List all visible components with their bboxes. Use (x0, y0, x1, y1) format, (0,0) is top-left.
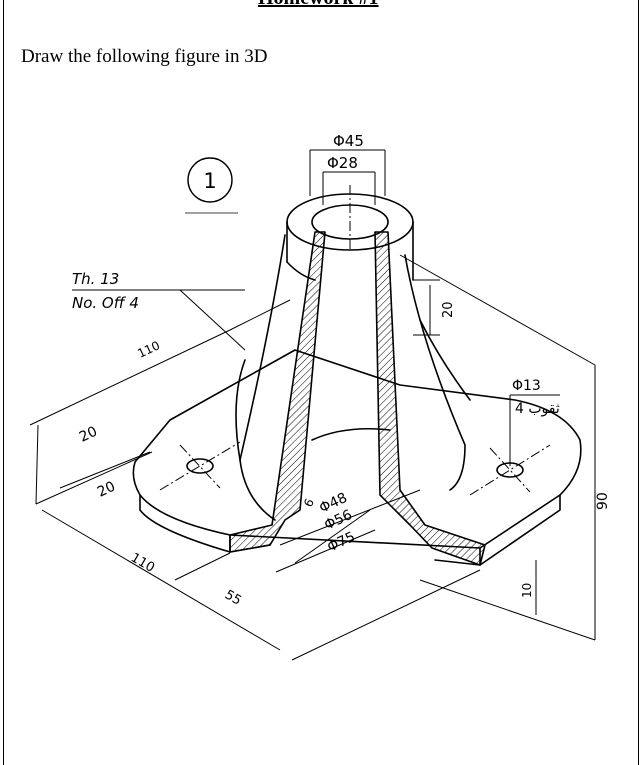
hole-right-centerline-1 (469, 444, 551, 496)
note-thickness: Th. 13 (72, 270, 119, 288)
dim-left-edge: 20 (95, 479, 118, 501)
dim-collar-height: 20 (441, 301, 456, 318)
figure-number-circle (187, 157, 233, 203)
hole-right-centerline-2 (489, 447, 531, 493)
dim-top-outer-dia: Φ45 (333, 132, 364, 150)
instruction-text: Draw the following figure in 3D (21, 46, 268, 67)
cone-right-fillet (419, 319, 471, 401)
hole-left-centerline-2 (179, 444, 221, 489)
base-plate-front-edge-right (434, 559, 481, 566)
page-frame (3, 0, 639, 765)
base-plate-bottom-left (139, 494, 231, 553)
base-plate-bottom-right (479, 494, 561, 566)
figure-number: 1 (203, 169, 216, 193)
dim-left-width: 20 (77, 424, 100, 446)
section-cut-right-wall (374, 231, 486, 566)
note-holes: No. Off 4 (72, 294, 139, 312)
section-cut-left-wall (229, 231, 326, 553)
dim-total-height: 90 (595, 492, 611, 510)
dim-wall-thickness: 6 (301, 496, 317, 509)
dim-top-length: 110 (135, 338, 162, 360)
note-hole-count: 4 ثقوب (515, 401, 560, 417)
bolt-hole-left (186, 458, 214, 474)
dim-top-inner-dia: Φ28 (327, 154, 358, 172)
dim-bottom-length: 110 (128, 550, 157, 575)
dim-base-thickness: 10 (520, 583, 534, 598)
inner-bore-bottom (311, 427, 391, 441)
cone-left-fillet (235, 359, 246, 461)
cone-right-outline (404, 254, 466, 491)
dim-hole-dia: Φ13 (512, 378, 541, 394)
hole-left-centerline-1 (159, 441, 241, 491)
dim-bottom-offset: 55 (222, 587, 244, 608)
header-title: Homework #1 (258, 0, 379, 10)
cone-left-outline (239, 234, 286, 521)
